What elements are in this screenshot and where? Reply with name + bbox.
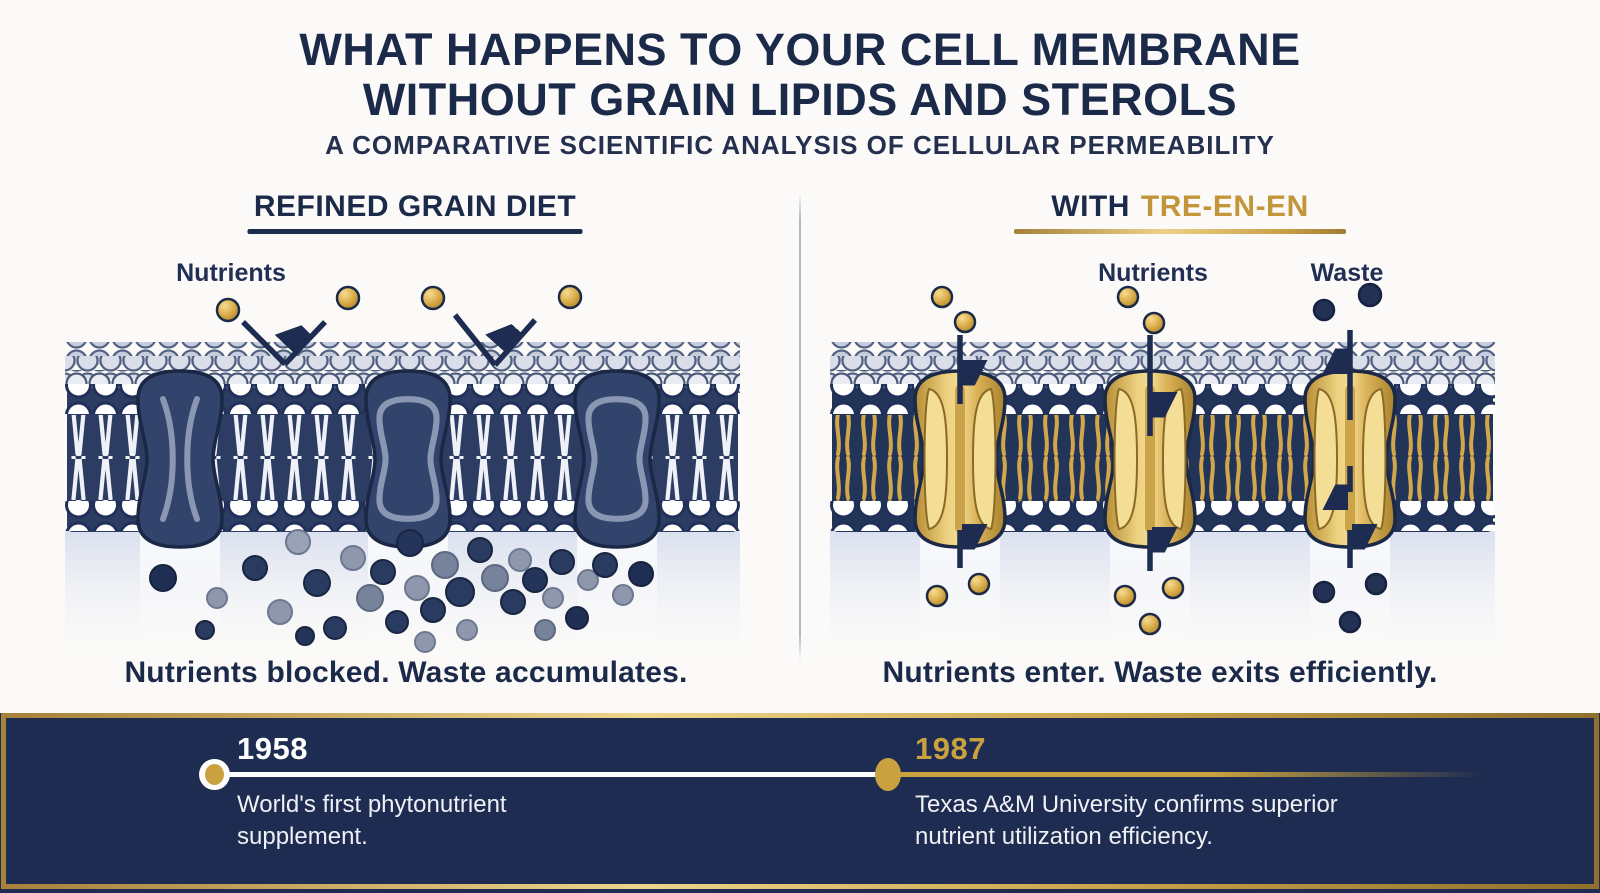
membrane-left-illustration: [65, 284, 740, 660]
protein-channel-closed: [573, 369, 661, 549]
exiting-waste: [1312, 282, 1388, 634]
right-heading-underline: [1014, 229, 1346, 234]
timeline-marker-1958: [199, 759, 230, 790]
right-heading-brand: TRE-EN-EN: [1140, 190, 1309, 223]
timeline-line-segment-2: [890, 772, 1482, 777]
left-panel-caption: Nutrients blocked. Waste accumulates.: [124, 656, 688, 689]
timeline-description-1987: Texas A&M University confirms superior n…: [915, 791, 1338, 850]
left-heading-underline: [247, 229, 583, 234]
page-title-line2: WITHOUT GRAIN LIPIDS AND STEROLS: [362, 74, 1238, 125]
right-panel-heading: WITH TRE-EN-EN: [1051, 190, 1308, 224]
right-heading-prefix: WITH: [1051, 190, 1130, 223]
bounce-arrow: [241, 313, 538, 367]
page-title-line1: WHAT HAPPENS TO YOUR CELL MEMBRANE: [299, 24, 1301, 75]
left-nutrients-label: Nutrients: [176, 259, 286, 287]
right-nutrients-label: Nutrients: [1098, 259, 1208, 287]
right-waste-label: Waste: [1310, 259, 1384, 287]
panel-divider: [799, 193, 801, 661]
timeline-year-1958: 1958: [237, 731, 308, 766]
timeline-marker-1987: [875, 758, 901, 791]
left-panel-heading: REFINED GRAIN DIET: [253, 190, 577, 223]
entering-nutrients: [925, 285, 1185, 636]
membrane-right-illustration: [830, 282, 1495, 660]
entry-arrow: [957, 335, 1150, 571]
blocked-nutrients: [215, 284, 583, 367]
timeline-line-segment-1: [215, 772, 890, 777]
waste-cluster: [149, 529, 654, 653]
timeline-description-1958: World's first phytonutrient supplement.: [237, 791, 507, 850]
protein-channel-closed: [364, 369, 452, 549]
timeline-year-1987: 1987: [915, 731, 986, 766]
page-subtitle: A COMPARATIVE SCIENTIFIC ANALYSIS OF CEL…: [325, 130, 1275, 160]
protein-channel-closed: [136, 369, 224, 549]
right-panel-caption: Nutrients enter. Waste exits efficiently…: [882, 656, 1438, 689]
